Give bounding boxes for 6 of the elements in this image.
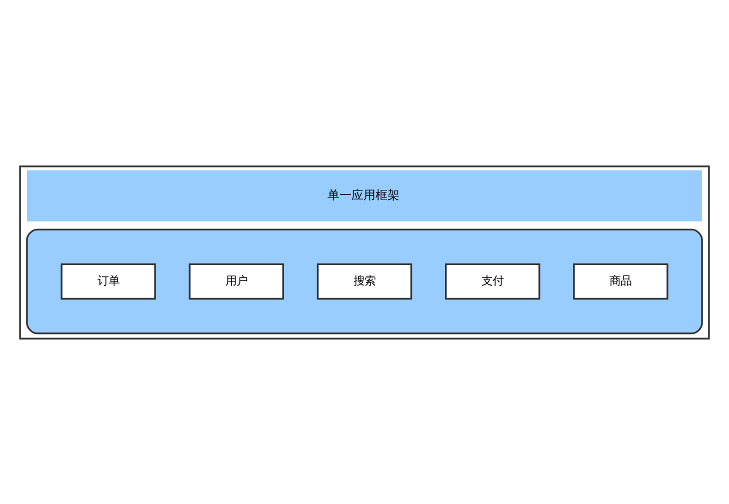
cluster bbox=[26, 228, 703, 334]
node-box: 订单 bbox=[60, 262, 156, 300]
node-box: 搜索 bbox=[316, 262, 412, 300]
node-box: 商品 bbox=[573, 262, 668, 300]
node-box: 用户 bbox=[188, 262, 284, 300]
node-box: 支付 bbox=[445, 262, 540, 300]
